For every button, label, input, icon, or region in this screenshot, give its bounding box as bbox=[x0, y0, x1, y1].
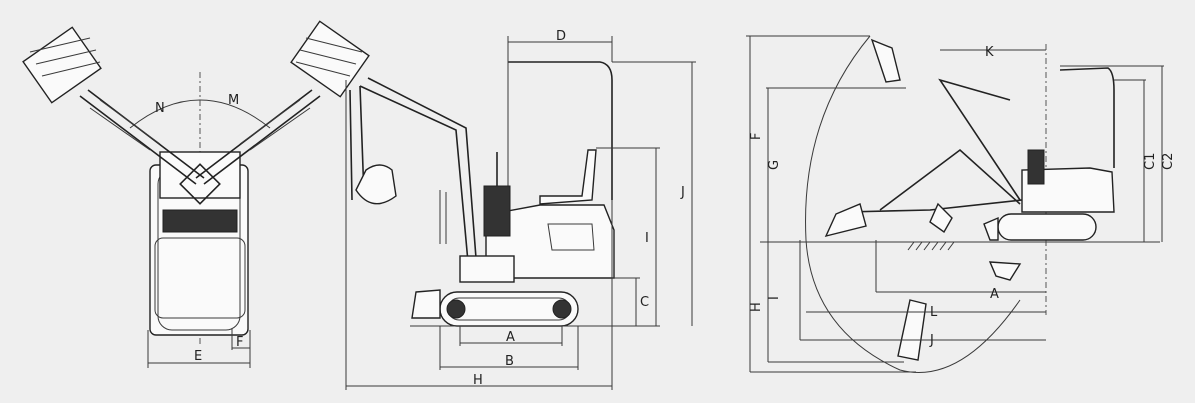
range-machine-body bbox=[1021, 167, 1115, 213]
label-c2: C2 bbox=[1161, 153, 1176, 170]
side-boom-cylinder bbox=[439, 190, 447, 244]
range-canopy bbox=[1059, 67, 1115, 168]
label-d: D bbox=[556, 29, 566, 44]
label-g: G bbox=[767, 160, 782, 170]
top-view-cab-outline bbox=[154, 237, 246, 319]
drive-sprocket bbox=[552, 299, 572, 319]
label-f-top: F bbox=[236, 335, 243, 350]
seat bbox=[539, 149, 597, 205]
working-range-view: K F G H I A L J C1 C2 bbox=[746, 35, 1176, 374]
control-tower bbox=[483, 185, 511, 237]
right-boom-cylinder bbox=[239, 99, 311, 151]
side-view: D A B H C I J bbox=[345, 29, 696, 390]
label-h-range: H bbox=[749, 302, 764, 312]
side-bucket bbox=[355, 164, 397, 205]
right-bucket bbox=[290, 20, 370, 98]
bucket-left bbox=[824, 203, 867, 238]
label-a-range: A bbox=[990, 287, 999, 302]
swing-arc bbox=[129, 99, 271, 129]
ground-hatching bbox=[907, 241, 955, 251]
range-track bbox=[997, 213, 1097, 241]
bucket-top bbox=[870, 38, 901, 83]
label-i-range: I bbox=[767, 296, 782, 300]
boom-lowered bbox=[879, 148, 1021, 211]
bucket-below bbox=[988, 261, 1022, 281]
label-i-side: I bbox=[645, 231, 649, 246]
bucket-deep bbox=[897, 299, 927, 361]
boom-extended bbox=[845, 199, 1023, 213]
label-c1: C1 bbox=[1143, 153, 1158, 170]
slew-pivot bbox=[179, 163, 221, 205]
label-k: K bbox=[985, 45, 994, 60]
reach-envelope bbox=[805, 35, 1021, 374]
left-boom-cylinder bbox=[89, 99, 161, 151]
top-view: N M E F bbox=[22, 20, 370, 368]
label-b: B bbox=[505, 354, 514, 369]
dozer-blade bbox=[411, 289, 441, 319]
left-bucket bbox=[22, 26, 102, 104]
label-f-range: F bbox=[749, 133, 764, 140]
label-c: C bbox=[640, 295, 649, 310]
bucket-ground bbox=[929, 202, 953, 234]
range-dozer-blade bbox=[983, 216, 999, 241]
label-h-side: H bbox=[473, 373, 483, 388]
label-l: L bbox=[930, 305, 938, 320]
idler-wheel bbox=[446, 299, 466, 319]
slew-ring bbox=[459, 255, 515, 283]
label-a-side: A bbox=[506, 330, 515, 345]
label-j-range: J bbox=[929, 333, 934, 348]
range-control-tower bbox=[1027, 149, 1045, 185]
label-e: E bbox=[194, 349, 202, 364]
side-boom bbox=[359, 77, 477, 263]
boom-raised bbox=[938, 78, 1021, 201]
label-m: M bbox=[228, 93, 239, 108]
side-view-engine-cover bbox=[547, 223, 595, 251]
label-n: N bbox=[155, 101, 165, 116]
label-j-side: J bbox=[680, 185, 685, 200]
top-view-engine-block bbox=[162, 209, 238, 233]
canopy-frame bbox=[508, 61, 613, 200]
